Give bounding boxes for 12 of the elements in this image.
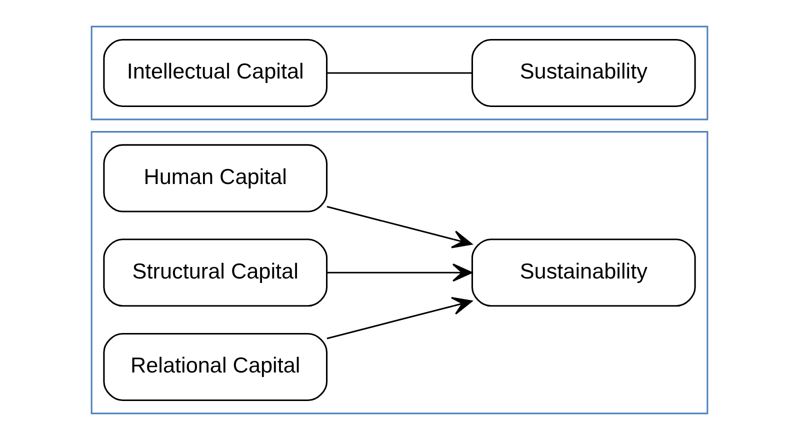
node-box: Sustainability (470, 238, 696, 307)
arrow (326, 296, 472, 340)
connector (326, 72, 472, 74)
cluster (90, 26, 708, 120)
arrow (326, 206, 472, 248)
node-box: Relational Capital (102, 332, 328, 402)
node-box: Structural Capital (102, 238, 328, 307)
node-box: Human Capital (102, 144, 328, 212)
arrow (326, 263, 472, 282)
node-box: Sustainability (470, 38, 696, 108)
node-box: Intellectual Capital (102, 38, 328, 108)
cluster (90, 131, 708, 414)
